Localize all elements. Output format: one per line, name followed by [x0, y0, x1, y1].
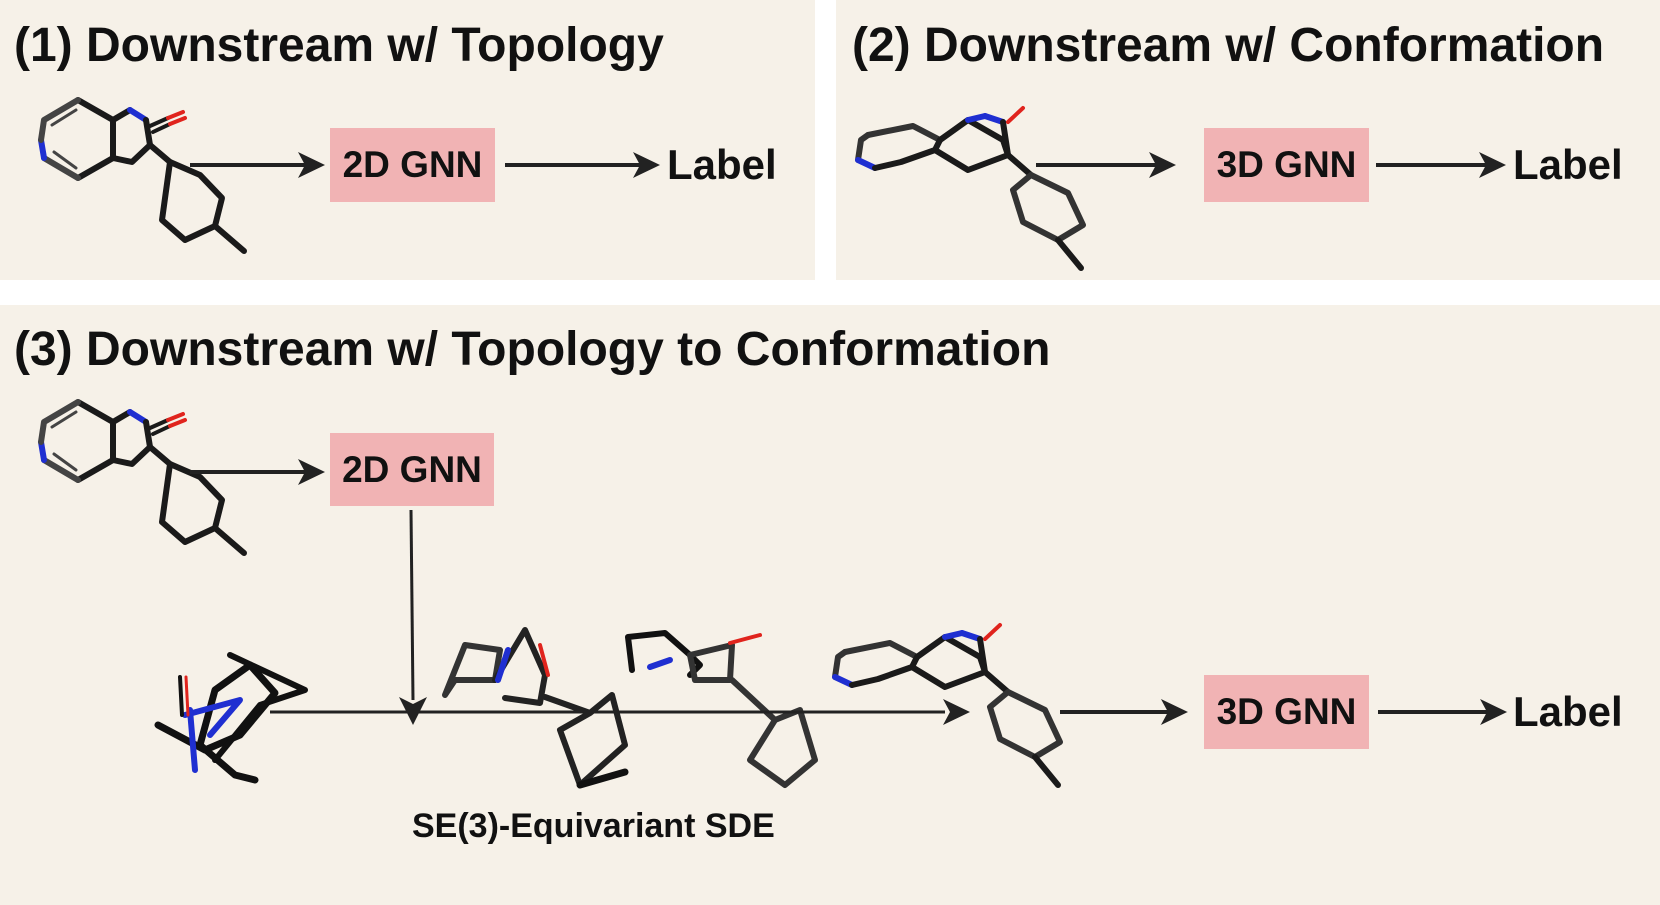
arrow-gnn-to-label: [1378, 699, 1507, 725]
arrow-molecule-to-gnn: [190, 152, 325, 178]
panel-title: (1) Downstream w/ Topology: [14, 19, 664, 72]
gnn-3d-box: 3D GNN: [1204, 675, 1369, 749]
output-label: Label: [1513, 688, 1623, 735]
output-label: Label: [667, 141, 777, 188]
panel-title: (3) Downstream w/ Topology to Conformati…: [14, 323, 1051, 376]
gnn-3d-box: 3D GNN: [1204, 128, 1369, 202]
panel-conformation: (2) Downstream w/ Conformation 3D GNN La…: [836, 0, 1660, 280]
noisy-molecule: [154, 652, 308, 784]
gnn-2d-box: 2D GNN: [330, 128, 495, 202]
arrow-sde-time: [270, 699, 970, 725]
arrow-molecule-to-gnn: [1036, 152, 1176, 178]
output-label: Label: [1513, 141, 1623, 188]
sde-trajectory: [154, 627, 818, 789]
arrow-gnn-to-label: [505, 152, 660, 178]
arrow-conformer-to-gnn: [1060, 699, 1188, 725]
gnn-2d-encoder-box: 2D GNN: [330, 433, 494, 506]
sde-caption: SE(3)-Equivariant SDE: [412, 807, 775, 845]
panel-title: (2) Downstream w/ Conformation: [852, 19, 1605, 72]
arrow-gnn-to-label: [1376, 152, 1506, 178]
intermediate-molecule-2: [625, 630, 818, 788]
panel-topology: (1) Downstream w/ Topology 2D GNN Label: [0, 0, 815, 280]
panel-topology-to-conformation: (3) Downstream w/ Topology to Conformati…: [0, 305, 1660, 905]
arrow-molecule-to-encoder: [190, 459, 325, 485]
